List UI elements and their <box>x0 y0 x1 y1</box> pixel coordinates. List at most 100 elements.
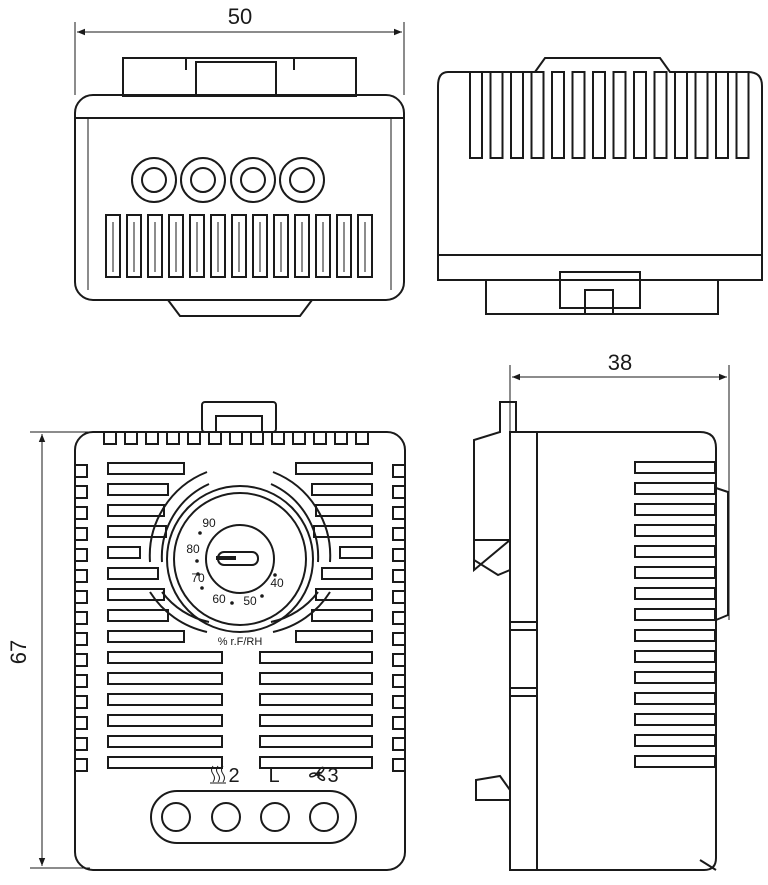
vent-slot <box>189 214 205 278</box>
dial-knob[interactable] <box>205 524 275 594</box>
vent-slot-left <box>107 462 185 475</box>
width-dimension-label: 50 <box>228 4 252 29</box>
vent-slot-left <box>107 483 169 496</box>
top-terminal-row <box>131 157 325 203</box>
vent-slot <box>634 566 716 579</box>
edge-vent <box>74 464 88 478</box>
vent-slot-right <box>295 630 373 643</box>
vent-slot-right <box>321 567 373 580</box>
vent-slot <box>674 71 688 159</box>
vent-slot <box>469 71 483 159</box>
vent-slot-right <box>259 714 373 727</box>
vent-slot <box>653 71 668 159</box>
edge-vent <box>74 758 88 772</box>
dial-label-40: 40 <box>270 576 284 590</box>
vent-slot-left <box>107 693 223 706</box>
vent-slot-right <box>259 651 373 664</box>
vent-slot-left <box>107 672 223 685</box>
edge-vent <box>74 674 88 688</box>
humidity-dial[interactable]: 90 80 70 60 50 40 <box>166 485 314 633</box>
terminal-screw[interactable] <box>260 802 290 832</box>
vent-slot-right <box>313 525 373 538</box>
terminal-block <box>150 790 357 844</box>
vent-slot <box>633 71 647 159</box>
heater-icon <box>210 765 226 784</box>
edge-vent <box>392 737 406 751</box>
terminal-screw[interactable] <box>211 802 241 832</box>
height-dimension-label: 67 <box>6 640 31 664</box>
vent-slot <box>551 71 565 159</box>
dial-label-50: 50 <box>243 594 257 608</box>
terminal-screw[interactable] <box>161 802 191 832</box>
end-view-housing <box>437 57 763 281</box>
vent-slot-right <box>339 546 373 559</box>
vent-slot-right <box>311 609 373 622</box>
vent-slot <box>735 71 750 159</box>
dial-label-80: 80 <box>186 542 200 556</box>
edge-vent <box>392 632 406 646</box>
edge-vent <box>392 485 406 499</box>
edge-vent <box>292 431 306 445</box>
vent-slot-left <box>107 546 141 559</box>
edge-vent <box>74 590 88 604</box>
side-housing <box>509 431 717 871</box>
heater-terminal-label: 2 <box>228 765 239 787</box>
vent-slot <box>357 214 373 278</box>
vent-slot-left <box>107 651 223 664</box>
front-edge-vents <box>74 431 406 772</box>
edge-vent <box>74 653 88 667</box>
vent-slot <box>634 713 716 726</box>
dial-scale-dots <box>195 531 277 605</box>
vent-slot-left <box>107 609 169 622</box>
fan-icon <box>309 766 326 781</box>
vent-slot <box>294 214 310 278</box>
edge-vent <box>392 758 406 772</box>
edge-vent <box>145 431 159 445</box>
depth-dimension-label: 38 <box>608 350 632 375</box>
end-clip <box>559 271 641 309</box>
vent-slot-left <box>107 525 167 538</box>
side-view: 38 <box>473 350 730 871</box>
vent-slot <box>634 734 716 747</box>
vent-slot-right <box>259 693 373 706</box>
edge-vent <box>74 716 88 730</box>
front-vent-slots <box>107 462 373 769</box>
dial-label-60: 60 <box>212 592 226 606</box>
edge-vent <box>166 431 180 445</box>
vent-slot <box>634 545 716 558</box>
vent-slot <box>489 71 504 159</box>
vent-slot <box>634 755 716 768</box>
vent-slot-right <box>295 462 373 475</box>
vent-slot <box>694 71 709 159</box>
fan-terminal-label: 3 <box>327 765 338 787</box>
top-housing <box>74 94 405 301</box>
edge-vent <box>392 527 406 541</box>
vent-slot <box>105 214 121 278</box>
dial-label-70: 70 <box>191 571 205 585</box>
vent-slot <box>592 71 606 159</box>
side-vent-slots <box>634 461 716 768</box>
vent-slot <box>168 214 184 278</box>
top-clip-latch <box>195 61 277 97</box>
vent-slot <box>612 71 627 159</box>
vent-slot-right <box>311 483 373 496</box>
vent-slot <box>634 482 716 495</box>
edge-vent <box>392 674 406 688</box>
edge-vent <box>392 695 406 709</box>
edge-vent <box>74 506 88 520</box>
vent-slot <box>530 71 545 159</box>
edge-vent <box>392 716 406 730</box>
top-vent-row <box>105 214 373 278</box>
side-bottom-clip <box>475 774 511 801</box>
vent-slot <box>634 524 716 537</box>
vent-slot-left <box>107 504 165 517</box>
vent-slot-right <box>315 504 373 517</box>
edge-vent <box>229 431 243 445</box>
terminal-screw[interactable] <box>309 802 339 832</box>
vent-slot <box>634 461 716 474</box>
vent-slot <box>147 214 163 278</box>
edge-vent <box>74 527 88 541</box>
edge-vent <box>392 548 406 562</box>
edge-vent <box>74 548 88 562</box>
